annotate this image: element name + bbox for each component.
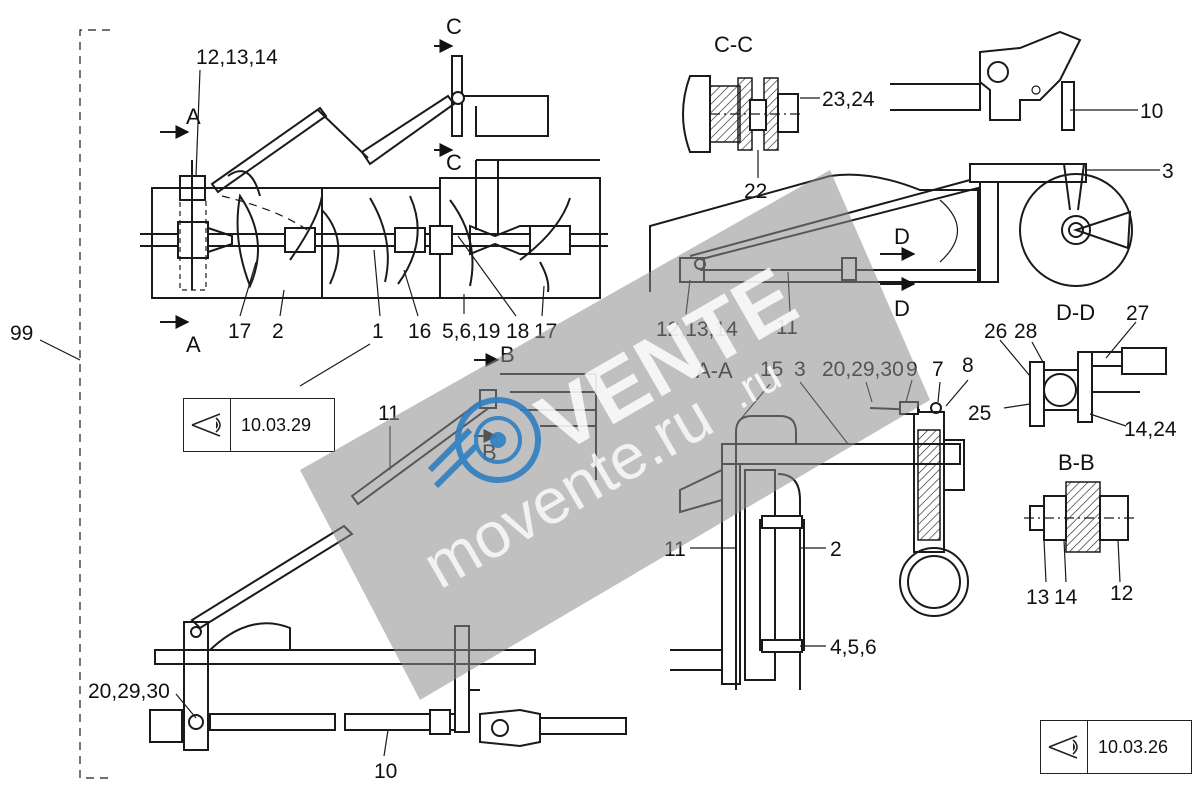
callout-11-top-right: 11 [776,316,798,339]
section-bb-view: B-B 13 14 12 [1024,450,1138,609]
section-title-dd: D-D [1056,300,1095,325]
callout-26-dd: 26 [984,320,1007,343]
reference-box-right[interactable]: 10.03.26 [1040,720,1192,774]
top-left-view: 12,13,14 A A C C 17 2 1 16 5,6,19 18 17 [140,14,608,387]
callout-8-aa: 8 [962,354,974,377]
callout-15-aa: 15 [760,358,783,381]
section-marker-a-top: A [186,104,201,129]
section-title-bb: B-B [1058,450,1095,475]
callout-1: 1 [372,320,384,343]
callout-17-left: 17 [228,320,251,343]
callout-20-29-30-aa: 20,29,30 [822,358,904,381]
callout-10-bottom-left: 10 [374,760,397,783]
callout-2-aa: 2 [830,538,842,561]
eye-view-icon [1041,721,1088,773]
section-title-aa: A-A [696,358,733,383]
callout-17-right: 17 [534,320,557,343]
callout-23-24: 23,24 [822,88,875,111]
callout-20-29-30-bottom-left: 20,29,30 [88,680,170,703]
callout-14-24-dd: 14,24 [1124,418,1177,441]
callout-25-dd: 25 [968,402,991,425]
reference-code-left: 10.03.29 [241,414,312,435]
section-marker-d-top: D [894,224,910,249]
reference-box-left[interactable]: 10.03.29 [183,398,335,452]
callout-2: 2 [272,320,284,343]
assembly-bracket: 99 [10,29,110,779]
section-aa-view: A-A 15 3 20,29,30 9 7 8 11 2 [664,354,974,690]
bottom-left-view: B B 11 20,29,30 10 [88,342,627,783]
callout-11-aa: 11 [664,538,686,561]
callout-12-bb: 12 [1110,582,1133,605]
section-marker-d-bottom: D [894,296,910,321]
section-marker-b-bottom: B [482,440,497,465]
section-marker-a-bottom: A [186,332,201,357]
section-dd-view: D-D 26 28 27 25 14,24 [968,300,1177,441]
callout-3-top-right: 3 [1162,160,1174,183]
section-cc-view: C-C 23,24 22 [682,32,875,203]
reference-code-right: 10.03.26 [1098,736,1169,757]
callout-14-bb: 14 [1054,586,1078,609]
eye-view-icon [184,399,231,451]
callout-9-aa: 9 [906,358,918,381]
callout-27-dd: 27 [1126,302,1149,325]
callout-16: 16 [408,320,431,343]
callout-5-6-19: 5,6,19 [442,320,500,343]
section-marker-b-top: B [500,342,515,367]
callout-3-aa: 3 [794,358,806,381]
section-marker-c-bottom: C [446,150,462,175]
callout-11-bottom-left: 11 [378,402,400,425]
assembly-label: 99 [10,322,33,345]
callout-18: 18 [506,320,529,343]
section-title-cc: C-C [714,32,753,57]
callout-12-13-14: 12,13,14 [196,46,278,69]
callout-13-bb: 13 [1026,586,1049,609]
callout-28-dd: 28 [1014,320,1037,343]
callout-4-5-6-aa: 4,5,6 [830,636,877,659]
callout-10-top-right: 10 [1140,100,1163,123]
callout-7-aa: 7 [932,358,944,381]
callout-12-13-14-top-right: 12,13,14 [656,318,738,341]
section-marker-c-top: C [446,14,462,39]
top-right-view: 10 3 D D 12,13,14 11 [649,30,1174,341]
